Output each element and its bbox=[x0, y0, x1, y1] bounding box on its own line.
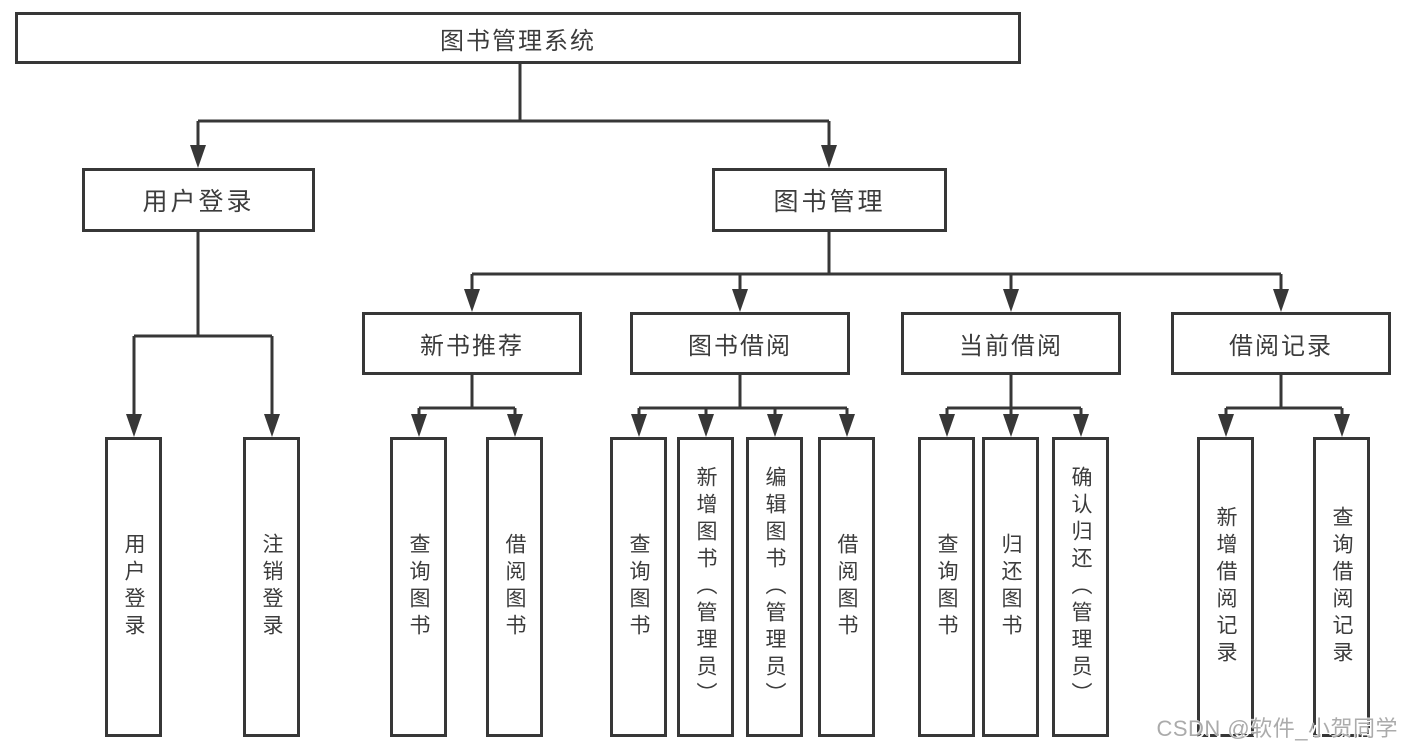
node-book-borrow: 图书借阅 bbox=[630, 312, 850, 375]
leaf-add-borrow-record-label: 新增借阅记录 bbox=[1214, 506, 1237, 668]
node-book-management: 图书管理 bbox=[712, 168, 947, 232]
leaf-return-book: 归还图书 bbox=[982, 437, 1039, 737]
leaf-borrow-book-1: 借阅图书 bbox=[486, 437, 543, 737]
arrowheads-level2 bbox=[190, 145, 837, 168]
connector-book-borrow-to-leaves bbox=[637, 375, 849, 416]
node-library-system-label: 图书管理系统 bbox=[440, 27, 596, 55]
arrowheads-level3 bbox=[464, 289, 1289, 312]
connector-current-borrow-to-leaves bbox=[945, 375, 1083, 416]
leaf-logout: 注销登录 bbox=[243, 437, 300, 737]
node-book-management-label: 图书管理 bbox=[773, 188, 886, 216]
leaf-edit-book-admin-label: 编辑图书（管理员） bbox=[763, 465, 786, 709]
leaf-query-book-2: 查询图书 bbox=[610, 437, 667, 737]
node-current-borrow-label: 当前借阅 bbox=[959, 333, 1063, 360]
leaf-user-login-label: 用户登录 bbox=[122, 533, 145, 641]
node-borrow-record: 借阅记录 bbox=[1171, 312, 1391, 375]
node-borrow-record-label: 借阅记录 bbox=[1229, 333, 1333, 360]
leaf-user-login: 用户登录 bbox=[105, 437, 162, 737]
leaf-edit-book-admin: 编辑图书（管理员） bbox=[746, 437, 803, 737]
node-user-login: 用户登录 bbox=[82, 168, 315, 232]
connector-new-book-rec-to-leaves bbox=[417, 375, 517, 416]
node-new-book-recommend-label: 新书推荐 bbox=[420, 333, 524, 360]
leaf-borrow-book-1-label: 借阅图书 bbox=[503, 533, 526, 641]
arrowheads-leaves bbox=[126, 414, 1350, 437]
leaf-return-book-label: 归还图书 bbox=[999, 533, 1022, 641]
leaf-borrow-book-2: 借阅图书 bbox=[818, 437, 875, 737]
leaf-query-borrow-record-label: 查询借阅记录 bbox=[1330, 506, 1353, 668]
connector-root-to-level2 bbox=[196, 64, 831, 147]
leaf-add-book-admin: 新增图书（管理员） bbox=[677, 437, 734, 737]
node-book-borrow-label: 图书借阅 bbox=[688, 333, 792, 360]
leaf-query-book-3-label: 查询图书 bbox=[935, 533, 958, 641]
connector-book-mgmt-to-level3 bbox=[470, 232, 1283, 291]
leaf-query-borrow-record: 查询借阅记录 bbox=[1313, 437, 1370, 737]
node-current-borrow: 当前借阅 bbox=[901, 312, 1121, 375]
leaf-confirm-return-admin-label: 确认归还（管理员） bbox=[1069, 465, 1092, 709]
leaf-query-book-1: 查询图书 bbox=[390, 437, 447, 737]
leaf-borrow-book-2-label: 借阅图书 bbox=[835, 533, 858, 641]
leaf-add-borrow-record: 新增借阅记录 bbox=[1197, 437, 1254, 737]
node-user-login-label: 用户登录 bbox=[142, 188, 255, 216]
leaf-logout-label: 注销登录 bbox=[260, 533, 283, 641]
leaf-query-book-3: 查询图书 bbox=[918, 437, 975, 737]
leaf-query-book-1-label: 查询图书 bbox=[407, 533, 430, 641]
node-new-book-recommend: 新书推荐 bbox=[362, 312, 582, 375]
watermark-text: CSDN @软件_小贺同学 bbox=[1156, 716, 1398, 741]
connector-borrow-record-to-leaves bbox=[1224, 375, 1344, 416]
connector-user-login-to-leaves bbox=[132, 232, 274, 416]
node-library-system: 图书管理系统 bbox=[15, 12, 1021, 64]
leaf-confirm-return-admin: 确认归还（管理员） bbox=[1052, 437, 1109, 737]
leaf-add-book-admin-label: 新增图书（管理员） bbox=[694, 465, 717, 709]
leaf-query-book-2-label: 查询图书 bbox=[627, 533, 650, 641]
